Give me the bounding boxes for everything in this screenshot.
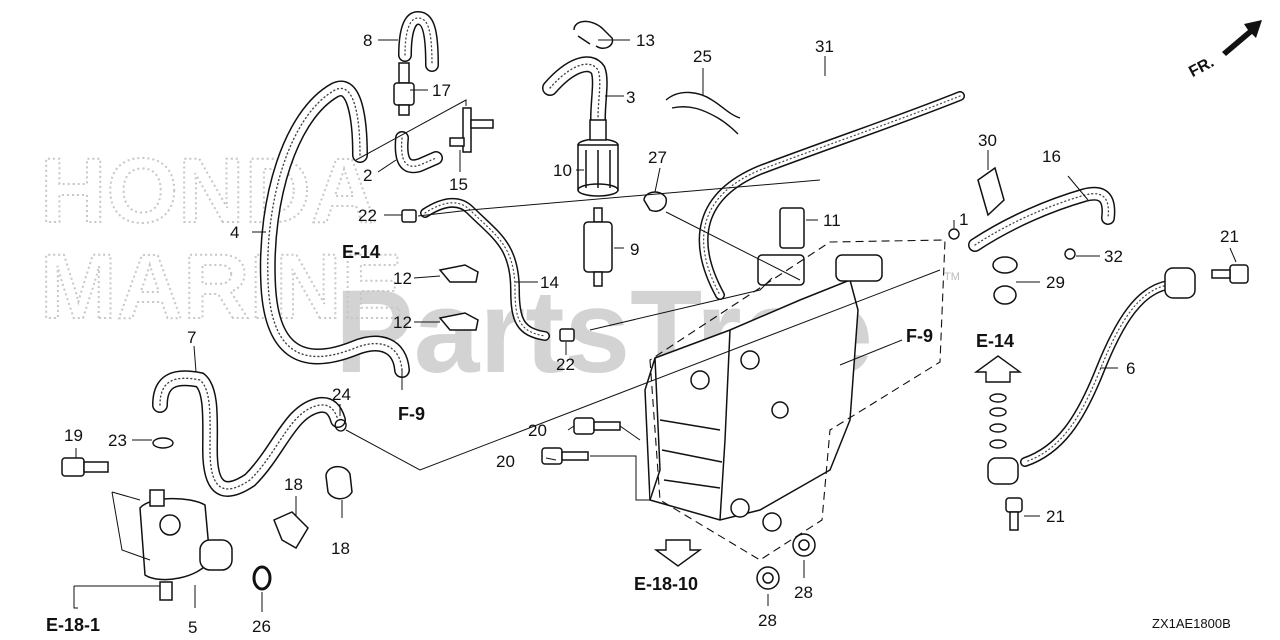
- callout-6: 6: [1126, 359, 1135, 378]
- callout-10: 10: [553, 161, 572, 180]
- ref-f9-left[interactable]: F-9: [398, 404, 425, 424]
- part-18-clip-lower: [273, 511, 309, 550]
- part-26-o-ring: [252, 565, 272, 591]
- part-27-clip: [643, 191, 667, 212]
- callout-22-lower: 22: [556, 355, 575, 374]
- callout-14: 14: [540, 273, 559, 292]
- ref-e18-10[interactable]: E-18-10: [634, 574, 698, 594]
- callout-26: 26: [252, 617, 271, 636]
- callout-15: 15: [449, 175, 468, 194]
- callout-28-lower: 28: [758, 611, 777, 630]
- callout-22-upper: 22: [358, 206, 377, 225]
- callout-1: 1: [959, 210, 968, 229]
- callout-27: 27: [648, 148, 667, 167]
- callout-3: 3: [626, 88, 635, 107]
- arrow-down-icon: [653, 539, 703, 567]
- watermark-trademark: TM: [944, 271, 960, 283]
- section-references: E-14 E-14 F-9 F-9 E-18-1 E-18-10: [46, 242, 1014, 635]
- part-1-hose-clip: [948, 228, 960, 240]
- callout-18-lower: 18: [331, 539, 350, 558]
- part-25-wire-clip: [665, 91, 741, 135]
- part-20-bolt-upper: [573, 417, 621, 435]
- hose-2: [394, 131, 443, 174]
- callout-8: 8: [363, 31, 372, 50]
- part-28-cap-lower: [756, 566, 780, 590]
- watermark-marine: MARINE: [40, 236, 403, 338]
- hose-3: [542, 56, 608, 126]
- hose-7: [152, 370, 346, 497]
- part-24-clip: [334, 418, 347, 432]
- ref-e14-right[interactable]: E-14: [976, 331, 1014, 351]
- callout-30: 30: [978, 131, 997, 150]
- part-19-bolt: [61, 457, 109, 477]
- part-15-tee-joint: [449, 107, 494, 153]
- front-arrow-icon: FR.: [1186, 20, 1262, 81]
- callout-20-lower: 20: [496, 452, 515, 471]
- callout-21-upper: 21: [1220, 227, 1239, 246]
- callout-numbers: 1 2 3 4 5 6 7 8 9 10 11 12 12 13 14 15 1…: [64, 31, 1239, 637]
- callout-29: 29: [1046, 273, 1065, 292]
- ref-e14-left[interactable]: E-14: [342, 242, 380, 262]
- ref-f9-right[interactable]: F-9: [906, 326, 933, 346]
- callout-18-upper: 18: [284, 475, 303, 494]
- callout-28-upper: 28: [794, 583, 813, 602]
- callout-9: 9: [630, 240, 639, 259]
- leader-lines: [73, 39, 1237, 612]
- callout-2: 2: [363, 166, 372, 185]
- part-32-clip: [1064, 248, 1076, 260]
- part-22-clip-lower: [559, 328, 575, 342]
- callout-17: 17: [432, 81, 451, 100]
- callout-31: 31: [815, 37, 834, 56]
- callout-5: 5: [188, 618, 197, 637]
- part-21-bolt-lower: [1005, 497, 1023, 531]
- callout-21-lower: 21: [1046, 507, 1065, 526]
- part-5-fuel-pump: [139, 489, 233, 601]
- drawing-code: ZX1AE1800B: [1152, 616, 1231, 631]
- callout-24: 24: [332, 385, 351, 404]
- part-22-clip-upper: [401, 209, 417, 223]
- hose-31: [698, 91, 965, 300]
- callout-7: 7: [187, 328, 196, 347]
- part-12-clip-lower: [438, 312, 479, 331]
- callout-4: 4: [230, 223, 239, 242]
- callout-32: 32: [1104, 247, 1123, 266]
- washer-stack: [989, 393, 1007, 449]
- hose-6: [1020, 280, 1173, 467]
- part-20-bolt-lower: [541, 447, 589, 465]
- front-label: FR.: [1186, 54, 1217, 81]
- arrow-up-icon: [973, 355, 1023, 383]
- part-17-inline-filter: [393, 62, 415, 116]
- part-9-fuel-filter: [583, 207, 613, 287]
- hose-16: [968, 186, 1116, 252]
- part-18-clip-upper: [325, 465, 353, 500]
- part-29-clamp: [992, 256, 1018, 305]
- callout-20-upper: 20: [528, 421, 547, 440]
- callout-12-upper: 12: [393, 269, 412, 288]
- hose-14: [420, 197, 550, 341]
- callout-11: 11: [823, 211, 841, 230]
- part-30-clamp: [977, 166, 1005, 217]
- part-28-cap-upper: [792, 533, 816, 557]
- part-10-fuel-strainer: [577, 119, 619, 197]
- part-11-sleeve: [779, 207, 805, 249]
- ref-e18-1[interactable]: E-18-1: [46, 615, 100, 635]
- callout-13: 13: [636, 31, 655, 50]
- part-23-clip: [152, 437, 174, 449]
- callout-23: 23: [108, 431, 127, 450]
- callout-25: 25: [693, 47, 712, 66]
- part-13-clip: [573, 20, 614, 50]
- callout-16: 16: [1042, 147, 1061, 166]
- vapor-separator-assembly: [644, 254, 883, 532]
- callout-19: 19: [64, 426, 83, 445]
- hose-4: [259, 80, 410, 378]
- hose-8: [398, 10, 439, 72]
- part-6-fittings: [987, 267, 1196, 485]
- watermark-honda: HONDA: [40, 140, 377, 242]
- callout-12-lower: 12: [393, 313, 412, 332]
- part-21-bolt-upper: [1211, 264, 1249, 284]
- assembly-dashed-boundary: [649, 239, 946, 561]
- part-12-clip-upper: [438, 264, 479, 283]
